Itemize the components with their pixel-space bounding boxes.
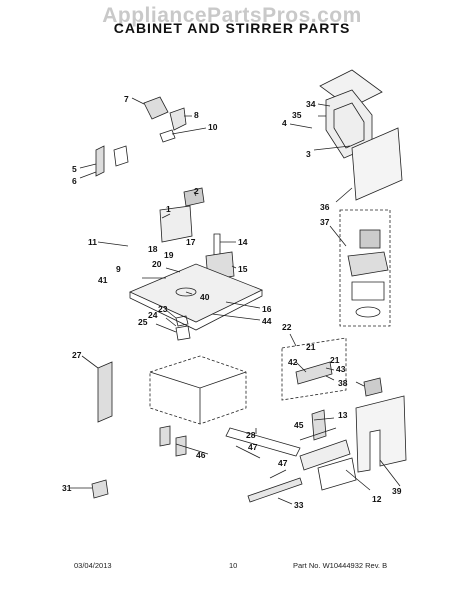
callout-label: 21: [306, 342, 316, 352]
callout-label: 38: [338, 378, 348, 388]
callout-label: 11: [88, 237, 97, 247]
callout-label: 24: [148, 310, 158, 320]
callout-label: 8: [194, 110, 199, 120]
callout-label: 18: [148, 244, 158, 254]
callout-label: 27: [72, 350, 82, 360]
callout-label: 45: [294, 420, 304, 430]
callout-label: 13: [338, 410, 348, 420]
footer-part-number: Part No. W10444932 Rev. B: [293, 561, 388, 570]
callout-label: 28: [246, 430, 256, 440]
callout-label: 34: [306, 99, 316, 109]
callout-label: 37: [320, 217, 330, 227]
callout-label: 47: [278, 458, 288, 468]
callout-label: 47: [248, 442, 258, 452]
footer-date: 03/04/2013: [74, 561, 112, 570]
callout-label: 25: [138, 317, 148, 327]
callout-label: 35: [292, 110, 302, 120]
callout-label: 4: [282, 118, 287, 128]
callout-label: 10: [208, 122, 218, 132]
callout-label: 40: [200, 292, 210, 302]
callout-label: 41: [98, 275, 108, 285]
footer-page-number: 10: [229, 561, 238, 570]
watermark-text: AppliancePartsPros.com: [102, 4, 362, 27]
callout-label: 31: [62, 483, 72, 493]
callout-label: 19: [164, 250, 174, 260]
callout-label: 42: [288, 357, 298, 367]
page-title: CABINET AND STIRRER PARTS: [113, 20, 351, 36]
callout-label: 6: [72, 176, 77, 186]
callout-label: 16: [262, 304, 272, 314]
callout-label: 44: [262, 316, 272, 326]
callout-label: 20: [152, 259, 162, 269]
callout-label: 7: [124, 94, 129, 104]
callout-label: 15: [238, 264, 248, 274]
callout-label: 36: [320, 202, 330, 212]
callout-label: 43: [336, 364, 346, 374]
callout-label: 1: [166, 204, 171, 214]
callout-label: 9: [116, 264, 121, 274]
callout-label: 23: [158, 304, 168, 314]
callout-label: 39: [392, 486, 402, 496]
callout-label: 2: [194, 186, 199, 196]
callout-label: 12: [372, 494, 382, 504]
callout-label: 22: [282, 322, 292, 332]
callout-label: 14: [238, 237, 248, 247]
callout-label: 3: [306, 149, 311, 159]
callout-label: 46: [196, 450, 206, 460]
callout-label: 5: [72, 164, 77, 174]
callout-label: 17: [186, 237, 196, 247]
callout-label: 33: [294, 500, 304, 510]
callout-label: 21: [330, 355, 340, 365]
